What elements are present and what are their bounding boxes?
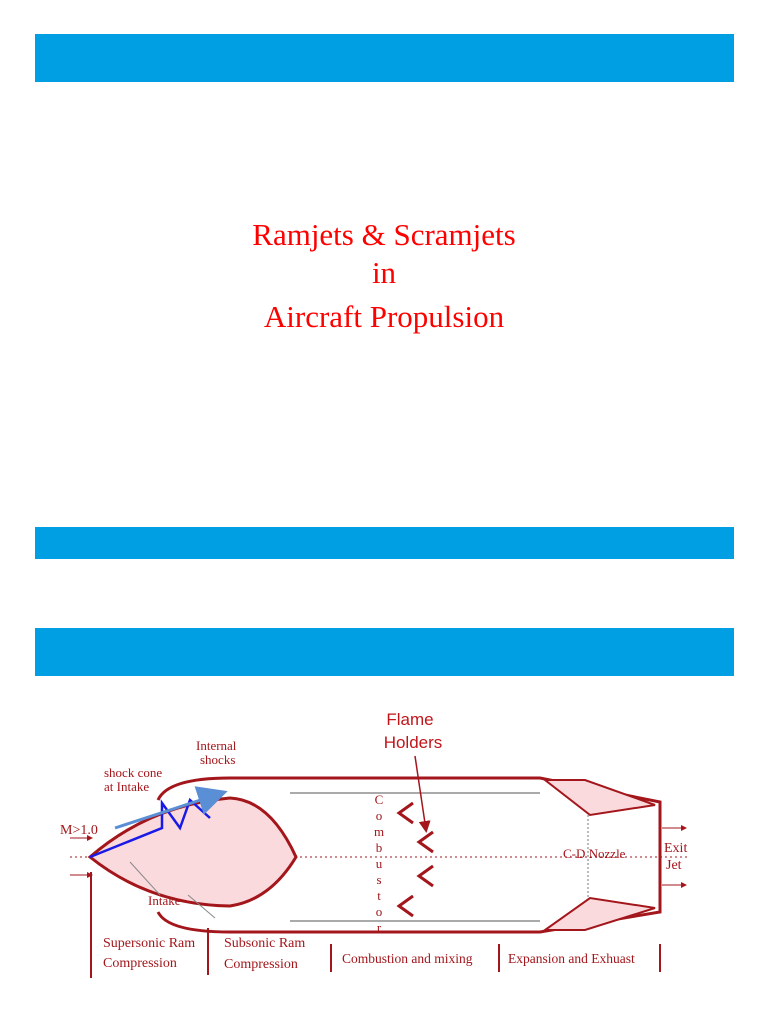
combustor-letter: t bbox=[377, 888, 381, 903]
combustor-letter: o bbox=[376, 808, 383, 823]
stage-1-line-2: Compression bbox=[103, 956, 177, 971]
stage-2-line-2: Compression bbox=[224, 957, 298, 972]
shock-cone-label-2: at Intake bbox=[104, 779, 149, 794]
flame-holder-icon-2 bbox=[416, 830, 434, 854]
internal-shocks-label-2: shocks bbox=[200, 752, 235, 767]
nozzle-upper bbox=[542, 779, 656, 817]
shock-cone-label-1: shock cone bbox=[104, 765, 162, 780]
combustor-letter: C bbox=[375, 792, 384, 807]
flame-holder-icon-4 bbox=[396, 894, 414, 918]
stage-1-line-1: Supersonic Ram bbox=[103, 936, 195, 951]
combustor-letter: r bbox=[377, 920, 382, 935]
center-body bbox=[87, 796, 298, 908]
flame-holders-label-1: Flame bbox=[386, 710, 433, 729]
engine-casing bbox=[156, 776, 662, 934]
stage-2-line-1: Subsonic Ram bbox=[224, 936, 305, 951]
shock-arrow bbox=[114, 786, 228, 830]
exit-label-1: Exit bbox=[664, 841, 687, 856]
slide-title-line-3: Aircraft Propulsion bbox=[263, 299, 505, 334]
stage-4-label: Expansion and Exhuast bbox=[508, 951, 635, 966]
flame-holders-label-2: Holders bbox=[384, 733, 443, 752]
intake-label: Intake bbox=[148, 893, 181, 908]
combustor-letter: m bbox=[374, 824, 384, 839]
slide-title-line-1: Ramjets & Scramjets bbox=[252, 217, 516, 252]
header-bar-second-slide bbox=[35, 628, 734, 676]
mach-label: M>1.0 bbox=[60, 823, 98, 838]
stage-3-label: Combustion and mixing bbox=[342, 951, 473, 966]
flame-holder-icon-1 bbox=[396, 801, 414, 825]
flame-holder-icon-3 bbox=[416, 864, 434, 888]
combustor-letter: u bbox=[376, 856, 383, 871]
exit-label-2: Jet bbox=[666, 858, 682, 873]
intake-pointer-2 bbox=[187, 894, 216, 919]
header-bar-top bbox=[35, 34, 734, 82]
combustor-letter: s bbox=[376, 872, 381, 887]
nozzle-label: C-D Nozzle bbox=[563, 846, 626, 861]
nozzle-lower bbox=[541, 896, 656, 931]
combustor-letter: o bbox=[376, 904, 383, 919]
slide-title-line-2: in bbox=[371, 255, 397, 290]
internal-shocks-label-1: Internal bbox=[196, 738, 237, 753]
ramjet-diagram: Flame Holders Internal shocks shock cone… bbox=[60, 710, 690, 978]
combustor-letter: b bbox=[376, 840, 383, 855]
footer-bar bbox=[35, 527, 734, 559]
intake-pointer-1 bbox=[129, 861, 161, 896]
flame-holders-arrow bbox=[414, 755, 431, 833]
